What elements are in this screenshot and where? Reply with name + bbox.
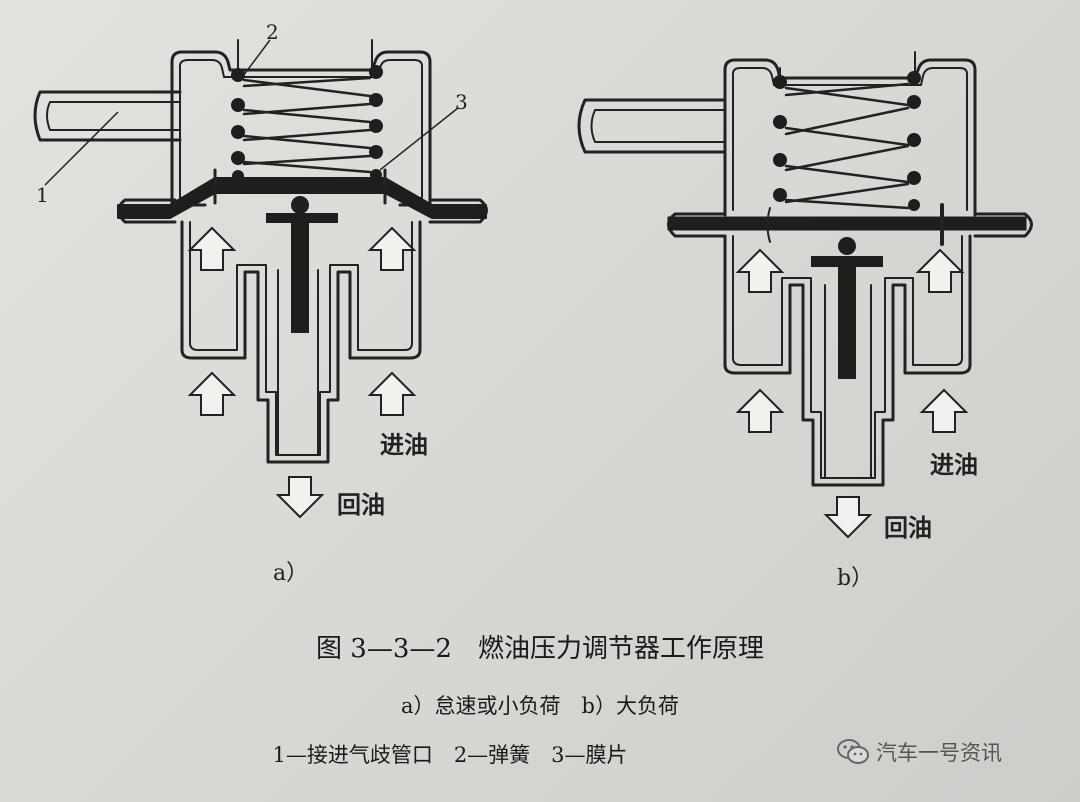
inlet-arrow-left-a: [189, 372, 235, 416]
panel-b-label: b）: [837, 566, 874, 591]
diaphragm-a: [117, 168, 487, 219]
inlet-label-a: 进油: [380, 431, 428, 459]
upper-housing-a: [170, 50, 432, 207]
watermark: 汽车一号资讯: [836, 737, 1002, 767]
pressure-arrow-right-b: [917, 249, 963, 293]
panel-a-leaders: [44, 39, 459, 186]
return-label-b: 回油: [884, 514, 932, 542]
valve-a: [266, 196, 338, 333]
valve-b: [811, 237, 883, 379]
watermark-text: 汽车一号资讯: [876, 741, 1002, 765]
lower-housing-a: [180, 220, 422, 464]
return-label-a: 回油: [337, 491, 385, 519]
vacuum-port-tube-a: [33, 90, 182, 142]
figure-caption-legend: 1—接进气歧管口 2—弹簧 3—膜片: [272, 743, 628, 767]
inlet-arrow-right-b: [921, 389, 967, 433]
inlet-arrow-left-b: [737, 389, 783, 433]
figure-caption-subtitle: a）怠速或小负荷 b）大负荷: [401, 694, 679, 718]
spring-a: [231, 39, 383, 182]
return-arrow-a: [277, 476, 323, 518]
callout-2: 2: [266, 20, 279, 44]
panel-b-diagram: [577, 51, 1033, 487]
wechat-icon: [837, 739, 869, 764]
figure-caption-title: 图 3—3—2 燃油压力调节器工作原理: [316, 634, 764, 664]
inlet-label-b: 进油: [930, 451, 978, 479]
spring-b: [773, 51, 921, 211]
callout-1: 1: [36, 183, 49, 207]
vacuum-port-tube-b: [577, 98, 727, 154]
pressure-arrow-left-b: [737, 249, 783, 293]
diaphragm-b: [667, 203, 1027, 246]
lower-housing-b: [723, 234, 972, 487]
panel-a-label: a）: [273, 561, 309, 586]
upper-housing-b: [723, 58, 977, 217]
pressure-arrow-left-a: [189, 227, 235, 271]
panel-a-diagram: [33, 39, 488, 464]
inlet-arrow-right-a: [369, 372, 415, 416]
pressure-arrow-right-a: [369, 227, 415, 271]
callout-3: 3: [455, 90, 468, 114]
return-arrow-b: [825, 496, 871, 538]
